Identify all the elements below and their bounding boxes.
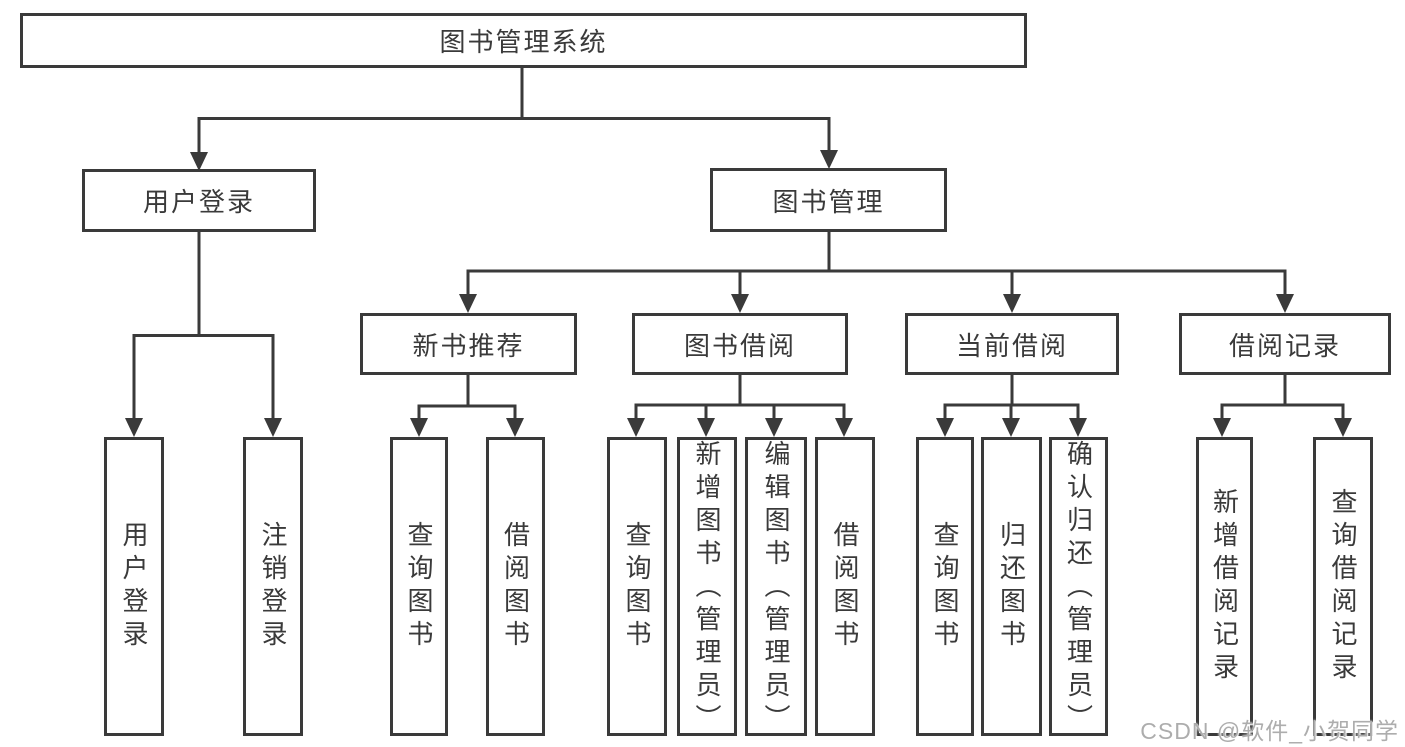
node-borrow-records: 借阅记录	[1179, 313, 1391, 375]
leaf-user-login-label: 用户登录	[119, 520, 149, 653]
node-current-borrow: 当前借阅	[905, 313, 1119, 375]
leaf-logout-label: 注销登录	[258, 520, 288, 653]
leaf-recommend-query-books-label: 查询图书	[404, 520, 434, 653]
node-borrow-records-label: 借阅记录	[1228, 330, 1341, 361]
leaf-add-books-admin-label: 新增图书（管理员）	[692, 440, 722, 737]
leaf-recommend-query-books: 查询图书	[390, 437, 448, 736]
leaf-edit-books-admin-label: 编辑图书（管理员）	[761, 440, 791, 737]
leaf-current-query-books-label: 查询图书	[930, 520, 960, 653]
watermark: CSDN @软件_小贺同学	[1140, 718, 1399, 744]
leaf-logout: 注销登录	[243, 437, 303, 736]
leaf-return-books-label: 归还图书	[996, 520, 1027, 653]
node-root-label: 图书管理系统	[439, 27, 608, 57]
node-book-borrow-label: 图书借阅	[683, 330, 796, 361]
leaf-user-login: 用户登录	[104, 437, 164, 736]
leaf-confirm-return-admin: 确认归还（管理员）	[1049, 437, 1108, 737]
leaf-borrow-books-label: 借阅图书	[830, 520, 860, 653]
node-current-borrow-label: 当前借阅	[955, 330, 1068, 361]
leaf-add-borrow-record-label: 新增借阅记录	[1209, 487, 1240, 686]
node-book-management-label: 图书管理	[772, 186, 885, 217]
leaf-borrow-query-books-label: 查询图书	[622, 520, 652, 653]
node-user-login-label: 用户登录	[142, 187, 255, 217]
leaf-borrow-books: 借阅图书	[815, 437, 875, 736]
leaf-borrow-query-books: 查询图书	[607, 437, 667, 736]
node-user-login: 用户登录	[82, 169, 316, 232]
leaf-recommend-borrow-books-label: 借阅图书	[500, 520, 531, 653]
leaf-add-borrow-record: 新增借阅记录	[1196, 437, 1253, 736]
node-root: 图书管理系统	[20, 13, 1027, 68]
node-new-book-recommend: 新书推荐	[360, 313, 577, 375]
leaf-confirm-return-admin-label: 确认归还（管理员）	[1063, 440, 1094, 737]
node-book-management: 图书管理	[710, 168, 947, 232]
leaf-add-books-admin: 新增图书（管理员）	[677, 437, 737, 737]
leaf-edit-books-admin: 编辑图书（管理员）	[745, 437, 807, 737]
node-book-borrow: 图书借阅	[632, 313, 848, 375]
leaf-query-borrow-record-label: 查询借阅记录	[1328, 487, 1358, 686]
leaf-query-borrow-record: 查询借阅记录	[1313, 437, 1373, 736]
leaf-recommend-borrow-books: 借阅图书	[486, 437, 545, 736]
leaf-return-books: 归还图书	[981, 437, 1042, 736]
node-new-book-recommend-label: 新书推荐	[412, 330, 525, 361]
leaf-current-query-books: 查询图书	[916, 437, 974, 736]
